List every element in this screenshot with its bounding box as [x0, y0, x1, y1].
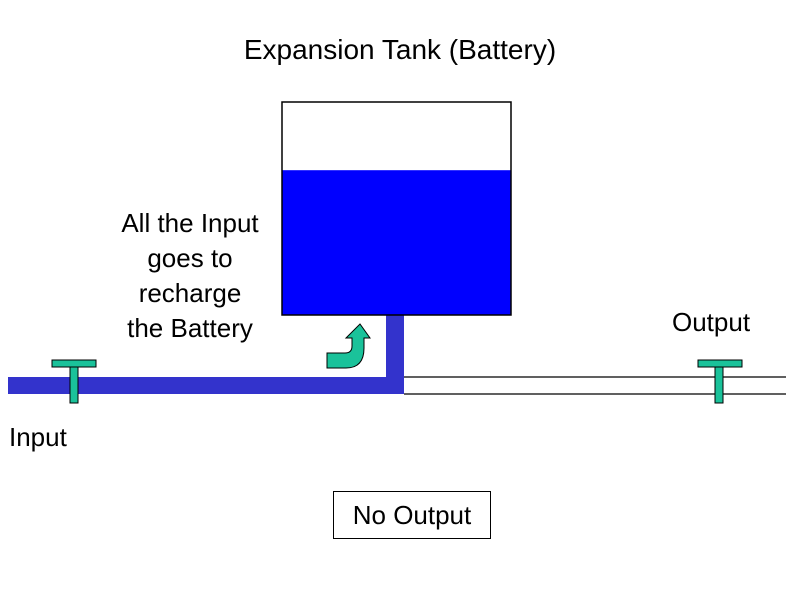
recharge-note-line: recharge [138, 278, 242, 308]
recharge-note-line: the Battery [127, 313, 253, 343]
input-label: Input [9, 422, 67, 452]
recharge-note: All the Input goes to recharge the Batte… [80, 206, 300, 346]
expansion-tank [281, 101, 512, 316]
curved-up-arrow-icon [326, 323, 371, 369]
tank-outline [281, 101, 512, 316]
tank-water-fill [282, 170, 511, 315]
diagram-title: Expansion Tank (Battery) [243, 34, 557, 65]
status-text: No Output [352, 499, 472, 530]
recharge-note-line: All the Input [121, 208, 259, 238]
output-valve-icon [697, 359, 743, 404]
output-label: Output [672, 307, 751, 337]
input-valve-icon [51, 359, 97, 404]
output-pipe-empty [404, 376, 786, 395]
tank-riser-pipe [386, 315, 404, 394]
input-pipe-filled [8, 377, 404, 394]
status-box: No Output [333, 491, 491, 539]
recharge-note-line: goes to [147, 243, 233, 273]
